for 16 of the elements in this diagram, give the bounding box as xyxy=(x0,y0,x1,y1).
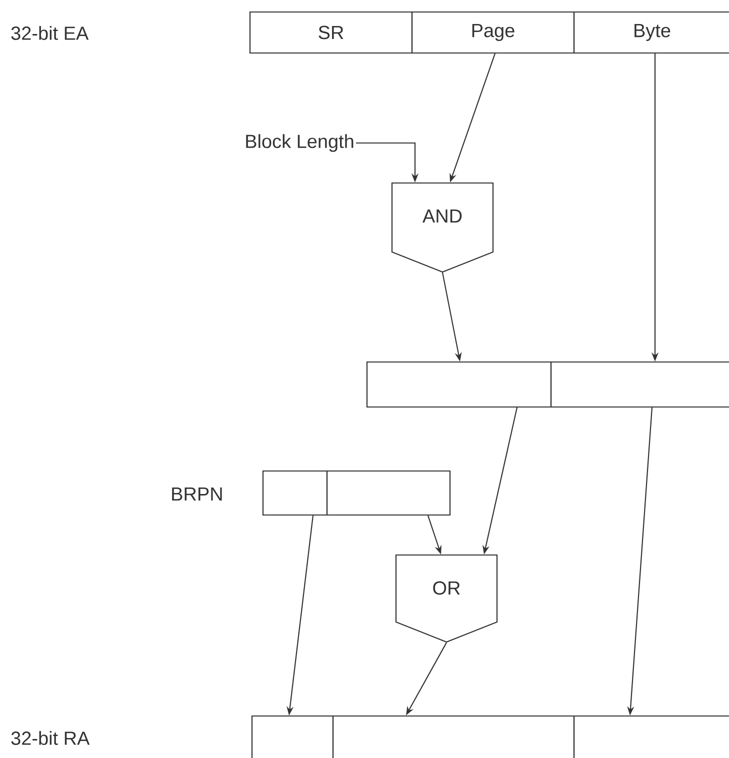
register-cell xyxy=(366,361,552,408)
register-cell: SR xyxy=(249,11,413,54)
register-cell: Page xyxy=(411,11,575,54)
register-cell xyxy=(251,715,334,758)
register-label: 32-bit EA xyxy=(11,26,89,40)
register-cell xyxy=(332,715,575,758)
register-cell: Byte xyxy=(573,11,729,54)
signal-label: Block Length xyxy=(246,134,354,152)
register-cell xyxy=(573,715,729,758)
register-cell xyxy=(326,470,451,516)
register-label: BRPN xyxy=(172,487,222,501)
logic-gate: AND xyxy=(391,182,494,273)
register-label: 32-bit RA xyxy=(11,731,90,745)
register-cell xyxy=(550,361,729,408)
register-cell xyxy=(262,470,328,516)
logic-gate: OR xyxy=(395,554,498,643)
